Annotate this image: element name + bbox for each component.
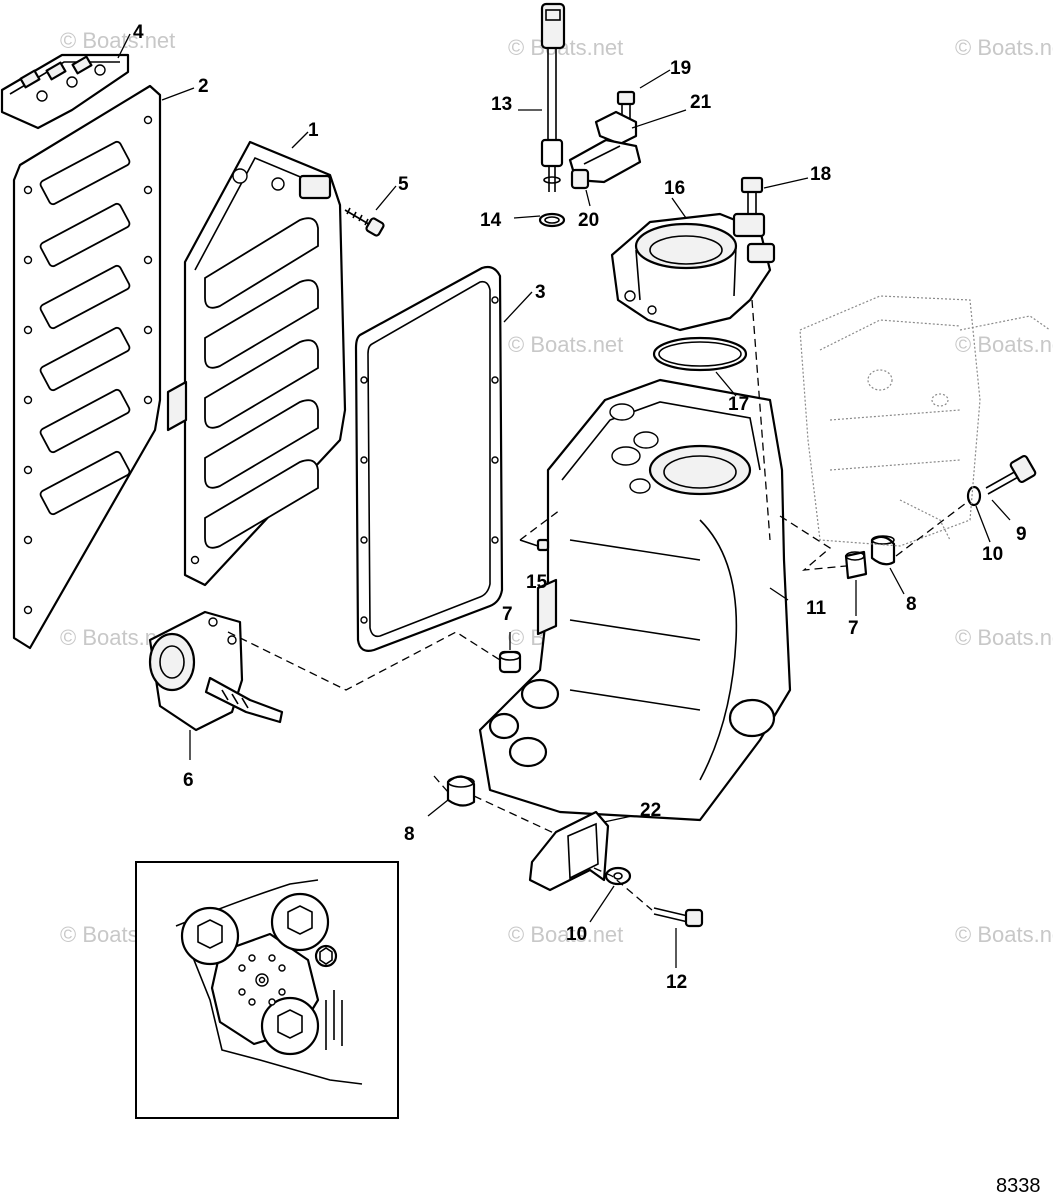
part-1-reed-plate [166,140,347,587]
part-17-o-ring [652,336,748,372]
inset-detail [135,861,399,1119]
diagram-number: 8338 [996,1175,1041,1197]
part-8-grommet [446,775,476,807]
callout-4: 4 [133,22,144,43]
callout-15: 15 [526,572,548,593]
callout-17: 17 [728,394,749,415]
callout-7: 7 [502,604,513,625]
assembly-lines [227,299,971,911]
part-12-bolt [653,907,704,928]
watermark: © Boats.net [508,922,623,947]
part-7-spacer-right [844,550,868,580]
inset-port-pattern [238,954,286,1006]
callout-21: 21 [690,92,712,113]
reed-plate-ports [204,217,319,549]
callout-22: 22 [640,800,661,821]
part-22-bracket [528,810,610,892]
callout-11: 11 [806,598,827,619]
part-6-pump [148,610,284,732]
callout-2: 2 [198,76,209,97]
callout-labels: 4 2 1 5 3 6 13 14 19 21 20 16 18 17 15 7… [133,22,1027,993]
callout-19: 19 [670,58,691,79]
gasket-3-holes [360,296,499,624]
part-15-screw [519,538,550,552]
part-8-grommet-right [870,535,896,566]
part-13-sensor [540,2,566,192]
callout-8: 8 [906,594,917,615]
part-11-intake-manifold [478,378,792,822]
part-14-o-ring [538,212,566,228]
callout-14: 14 [480,210,502,231]
callout-5: 5 [398,174,409,195]
callout-6: 6 [183,770,194,791]
callout-10-bottom: 10 [566,924,587,945]
leader-lines [117,33,1011,968]
part-9-bolt [985,454,1037,495]
watermark: © Boats.net [60,28,175,53]
callout-12: 12 [666,972,687,993]
part-21-bracket [594,110,638,146]
part-5-screw [344,207,385,237]
watermark: © Boats.net [955,922,1053,947]
watermark: © Boats.net [508,332,623,357]
part-2-gasket [12,84,162,650]
callout-16: 16 [664,178,685,199]
gasket-bolt-holes [23,115,153,615]
part-20-sensor [568,138,642,190]
callout-18: 18 [810,164,831,185]
watermark: © Boats.net [955,625,1053,650]
engine-reference-outline [799,295,1051,547]
callout-8-left: 8 [404,824,415,845]
part-10-washer [966,485,982,507]
callout-10: 10 [982,544,1003,565]
callout-7-right: 7 [848,618,859,639]
watermark: © Boats.net [955,35,1053,60]
manifold-bosses [609,403,659,494]
inset-hex-bolts [180,892,338,1056]
watermark: © Boats.net [955,332,1053,357]
part-16-throttle-body [610,212,776,332]
part-4-reed-block [0,53,130,130]
callout-9: 9 [1016,524,1027,545]
callout-3: 3 [535,282,546,303]
part-10-washer-bottom [604,866,632,886]
watermark: © Boats.net [508,35,623,60]
gasket-slots [39,140,131,516]
part-3-gasket [354,265,504,652]
callout-13: 13 [491,94,512,115]
part-7-spacer [498,650,522,674]
callout-20: 20 [578,210,599,231]
callout-1: 1 [308,120,319,141]
